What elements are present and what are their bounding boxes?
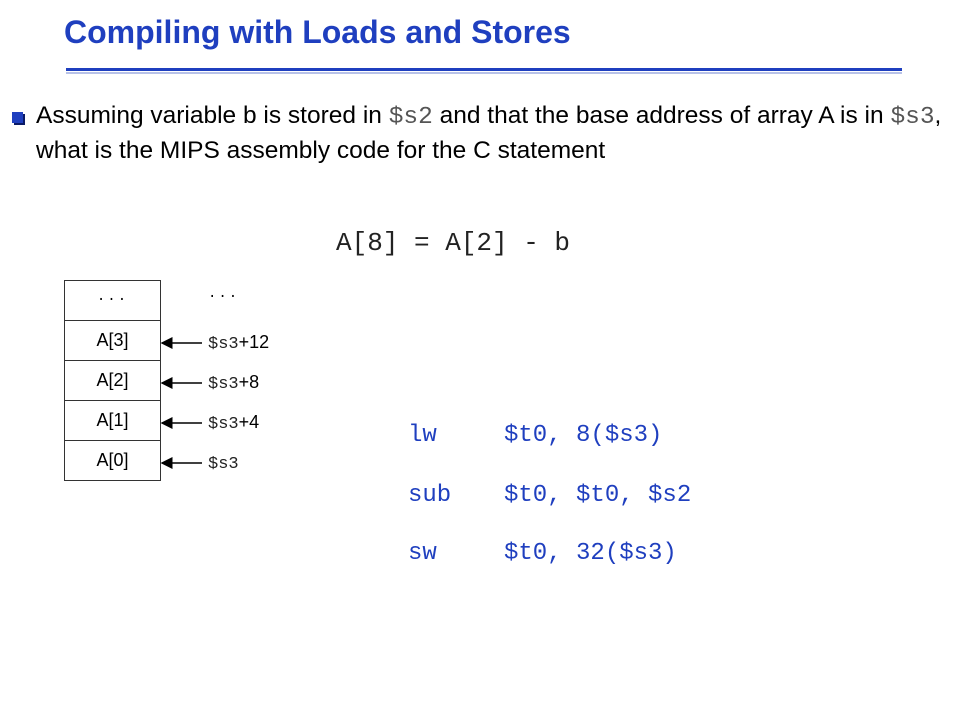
address-ellipsis: ... — [208, 286, 240, 302]
code-args: $t0, 8($s3) — [504, 422, 663, 449]
address-reg: $s3 — [208, 415, 239, 434]
address-offset: +12 — [238, 332, 270, 352]
code-line-lw: lw $t0, 8($s3) — [408, 422, 662, 449]
address-label-a1: $s3+4 — [208, 412, 259, 434]
c-statement: A[8] = A[2] - b — [336, 228, 571, 258]
slide-title: Compiling with Loads and Stores — [64, 14, 571, 50]
bullet-text-part-2: and that the base address of array A is … — [432, 102, 891, 129]
bullet-square-icon — [12, 112, 23, 123]
memory-cell-a2: A[2] — [65, 361, 160, 401]
code-args: $t0, 32($s3) — [504, 540, 677, 567]
address-label-a3: $s3+12 — [208, 332, 269, 354]
title-rule — [66, 68, 902, 71]
address-offset: +8 — [238, 372, 260, 392]
register-a: $s3 — [890, 104, 935, 131]
address-label-a2: $s3+8 — [208, 372, 259, 394]
code-args: $t0, $t0, $s2 — [504, 482, 692, 509]
memory-cell-ellipsis: ... — [65, 281, 160, 321]
address-offset: +4 — [238, 412, 260, 432]
code-op: lw — [408, 422, 437, 449]
address-reg: $s3 — [208, 335, 239, 354]
title-rule-shadow — [66, 72, 902, 74]
bullet-text-part-3: , what is the MIPS assembly code for the… — [36, 102, 942, 164]
code-line-sw: sw $t0, 32($s3) — [408, 540, 677, 567]
memory-diagram: ... A[3] A[2] A[1] A[0] — [64, 280, 161, 481]
address-reg: $s3 — [208, 375, 239, 394]
bullet-text-part-1: Assuming variable b is stored in — [36, 102, 389, 129]
code-op: sw — [408, 540, 437, 567]
address-reg: $s3 — [208, 455, 239, 474]
memory-cell-a1: A[1] — [65, 401, 160, 441]
address-label-a0: $s3 — [208, 452, 239, 474]
code-line-sub: sub $t0, $t0, $s2 — [408, 482, 691, 509]
register-b: $s2 — [388, 104, 433, 131]
memory-cell-a0: A[0] — [65, 441, 160, 481]
bullet-text: Assuming variable b is stored in $s2 and… — [36, 99, 946, 167]
code-op: sub — [408, 482, 452, 509]
memory-cell-a3: A[3] — [65, 321, 160, 361]
